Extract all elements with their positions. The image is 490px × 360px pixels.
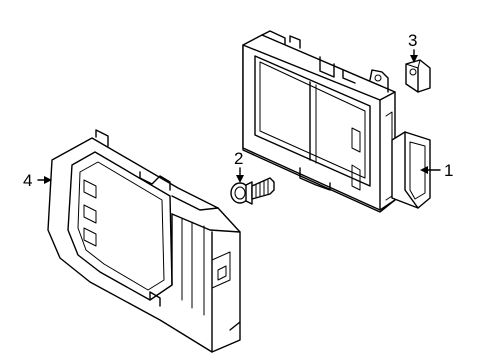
callout-3: 3 bbox=[408, 31, 418, 63]
bolt-part bbox=[230, 177, 275, 205]
callout-2-label: 2 bbox=[234, 149, 243, 168]
callout-1: 1 bbox=[420, 161, 453, 180]
callout-2: 2 bbox=[234, 149, 244, 183]
callout-4-label: 4 bbox=[23, 171, 32, 190]
bracket-part bbox=[47, 129, 241, 353]
control-module-part bbox=[242, 30, 431, 213]
callout-1-label: 1 bbox=[444, 161, 453, 180]
clip-part bbox=[405, 59, 431, 93]
callout-4: 4 bbox=[23, 171, 52, 190]
callout-3-label: 3 bbox=[408, 31, 417, 50]
